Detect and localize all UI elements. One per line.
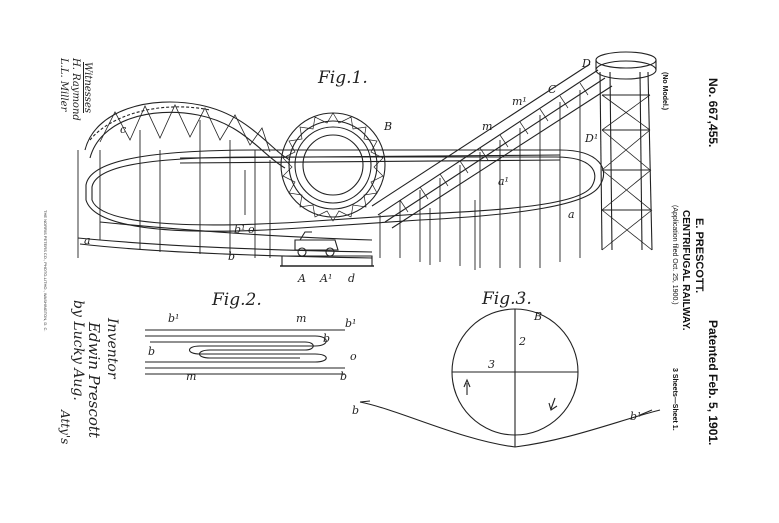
fig1-label-A1: A¹ bbox=[319, 272, 332, 285]
fig3-label-b: b bbox=[352, 404, 359, 417]
fig1-label-C: C bbox=[548, 83, 557, 96]
fig2-label-b-mid: b bbox=[323, 332, 330, 345]
fig2-label-o: o bbox=[350, 350, 357, 363]
fig3-label-2: 2 bbox=[518, 335, 526, 348]
fig2-drawing bbox=[145, 329, 345, 375]
fig3-label-b1: b¹ bbox=[630, 410, 641, 423]
fig1-label-b1: b¹ bbox=[234, 223, 245, 236]
fig1-label-c: c bbox=[120, 123, 126, 136]
fig2-label-b1-top: b¹ bbox=[168, 312, 179, 325]
fig1-label-a-right: a bbox=[568, 208, 575, 221]
fig2-label-m-bottom: m bbox=[186, 370, 196, 383]
fig3-title: Fig.3. bbox=[481, 289, 532, 309]
fig1-label-a1: a¹ bbox=[498, 175, 509, 188]
fig1-title: Fig.1. bbox=[317, 68, 368, 88]
fig3-label-B: B bbox=[533, 310, 542, 323]
fig1-label-D1: D¹ bbox=[584, 132, 598, 145]
fig1-label-b: b bbox=[228, 250, 235, 263]
fig1-label-m: m bbox=[482, 120, 492, 133]
fig2-label-b-left: b bbox=[148, 345, 155, 358]
fig2-label-b1-right: b¹ bbox=[345, 317, 356, 330]
fig1-label-o: o bbox=[248, 223, 255, 236]
fig1-label-m1: m¹ bbox=[512, 95, 527, 108]
fig2-label-b-bottom: b bbox=[340, 370, 347, 383]
fig1-label-a: a bbox=[84, 234, 91, 247]
fig1-label-D: D bbox=[581, 57, 591, 70]
fig1-label-B: B bbox=[383, 120, 392, 133]
fig1-label-d: d bbox=[348, 272, 355, 285]
fig2-label-m-top: m bbox=[296, 312, 306, 325]
fig2-title: Fig.2. bbox=[211, 290, 262, 310]
fig3-drawing bbox=[359, 308, 661, 448]
fig1-label-A: A bbox=[297, 272, 306, 285]
fig1-drawing bbox=[77, 51, 657, 270]
fig3-label-3: 3 bbox=[488, 358, 495, 371]
